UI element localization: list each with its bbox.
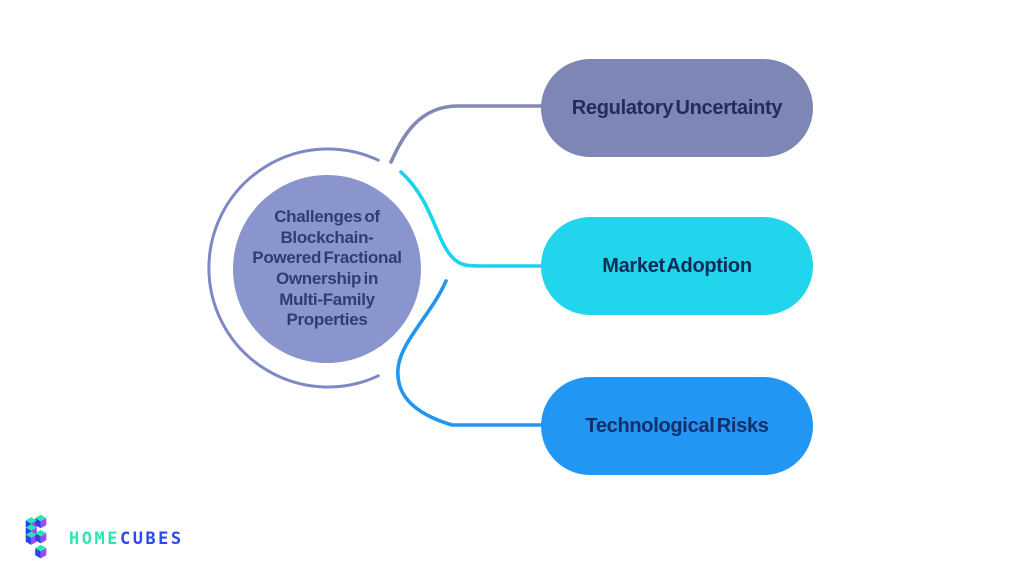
center-node-label: Challenges of Blockchain- Powered Fracti… <box>252 207 402 330</box>
branch-regulatory-uncertainty-label: Regulatory Uncertainty <box>571 96 783 119</box>
center-ring-arc <box>207 147 380 389</box>
center-node: Challenges of Blockchain- Powered Fracti… <box>233 175 421 363</box>
branch-regulatory-uncertainty: Regulatory Uncertainty <box>541 59 813 157</box>
connector-technological-risks <box>396 279 544 427</box>
logo-word-cubes: CUBES <box>119 528 184 549</box>
homecubes-cube-icon <box>25 514 47 559</box>
connector-market-adoption <box>399 170 544 268</box>
homecubes-logo: HOMECUBES <box>20 514 184 560</box>
homecubes-wordmark: HOMECUBES <box>69 527 184 548</box>
branch-market-adoption: Market Adoption <box>541 217 813 315</box>
logo-word-home: HOME <box>69 528 120 549</box>
connector-regulatory-uncertainty <box>389 104 544 164</box>
branch-market-adoption-label: Market Adoption <box>602 254 752 277</box>
branch-technological-risks: Technological Risks <box>541 377 813 475</box>
branch-technological-risks-label: Technological Risks <box>585 414 769 437</box>
